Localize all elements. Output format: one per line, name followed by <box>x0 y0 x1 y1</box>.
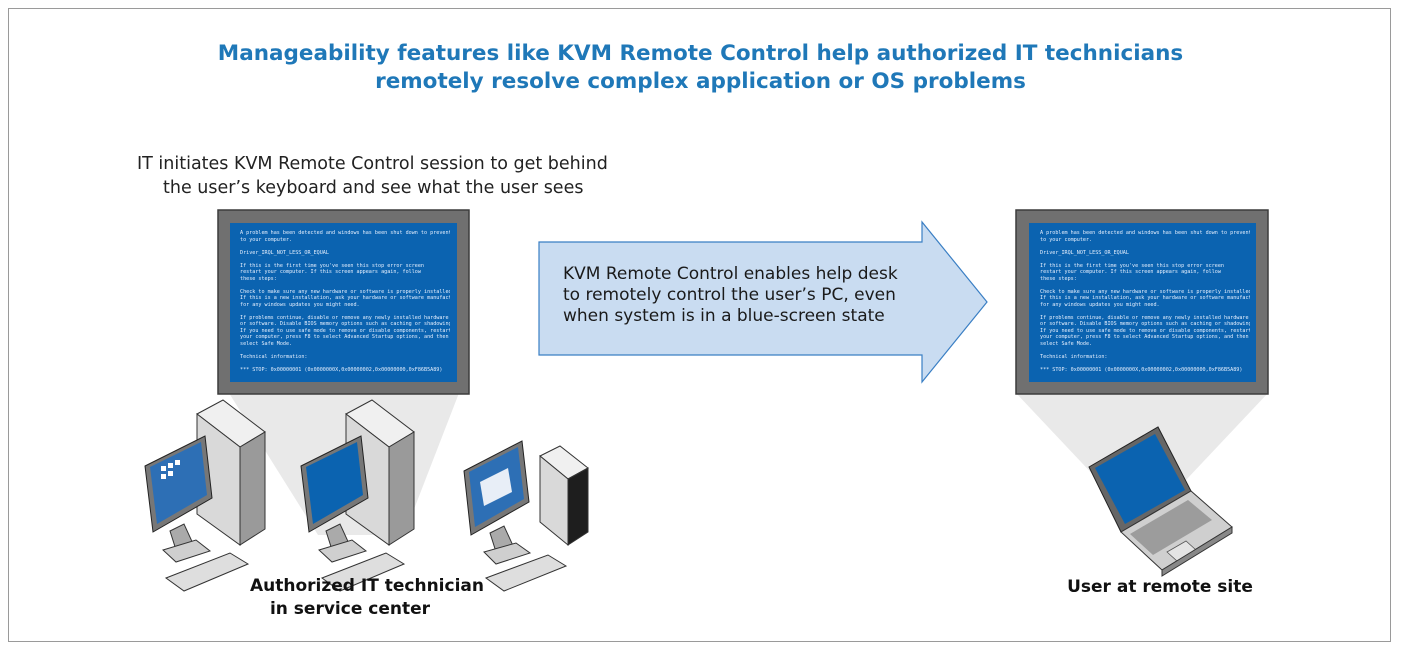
bsod-line: If this is a new installation, ask your … <box>240 295 450 301</box>
laptop-illustration <box>1088 426 1233 577</box>
arrow-description-line-1: KVM Remote Control enables help desk <box>563 264 898 284</box>
technician-label-line-2: in service center <box>269 599 431 619</box>
bsod-line: restart your computer. If this screen ap… <box>1040 269 1221 275</box>
bsod-line: Driver_IRQL_NOT_LESS_OR_EQUAL <box>240 249 329 256</box>
kvm-session-caption-line-1: IT initiates KVM Remote Control session … <box>137 154 608 174</box>
user-bluescreen-text: A problem has been detected and windows … <box>1040 230 1250 376</box>
bsod-line: to your computer. <box>240 236 293 243</box>
bsod-line: If problems continue, disable or remove … <box>1040 314 1249 321</box>
bsod-line: for any windows updates you might need. <box>1040 301 1160 308</box>
kvm-session-caption-line-2: the user’s keyboard and see what the use… <box>163 178 584 198</box>
bsod-line: If this is the first time you've seen th… <box>240 262 425 269</box>
arrow-description-line-3: when system is in a blue-screen state <box>563 306 885 326</box>
pc-technician-illustration <box>300 399 415 592</box>
user-bluescreen <box>1029 223 1256 382</box>
arrow-description-line-2: to remotely control the user’s PC, even <box>563 285 896 305</box>
bsod-line: Check to make sure any new hardware or s… <box>240 288 450 295</box>
bsod-line: A problem has been detected and windows … <box>240 230 450 236</box>
bsod-line: or software. Disable BIOS memory options… <box>240 321 450 327</box>
bsod-line: Technical information: <box>1040 353 1108 360</box>
user-label: User at remote site <box>1067 577 1253 597</box>
bsod-line: If problems continue, disable or remove … <box>240 314 449 321</box>
bsod-line: A problem has been detected and windows … <box>1040 230 1250 236</box>
bsod-line: your computer, press F8 to select Advanc… <box>240 334 449 340</box>
arrow-description: KVM Remote Control enables help desk to … <box>563 264 898 327</box>
technician-label-line-1: Authorized IT technician <box>250 576 484 596</box>
bsod-line: If you need to use safe mode to remove o… <box>1040 327 1250 334</box>
bsod-line: or software. Disable BIOS memory options… <box>1040 321 1250 327</box>
bsod-line: Driver_IRQL_NOT_LESS_OR_EQUAL <box>1040 249 1129 256</box>
technician-bluescreen-text: A problem has been detected and windows … <box>240 230 450 376</box>
bsod-line: *** STOP: 0x00000001 (0x0000000X,0x00000… <box>1040 366 1243 373</box>
pc-right-illustration <box>463 440 589 592</box>
bsod-line: for any windows updates you might need. <box>240 301 360 308</box>
bsod-line: select Safe Mode. <box>240 340 293 347</box>
bsod-line: restart your computer. If this screen ap… <box>240 269 421 275</box>
bsod-line: If this is a new installation, ask your … <box>1040 295 1250 301</box>
bsod-line: Check to make sure any new hardware or s… <box>1040 288 1250 295</box>
technician-bluescreen <box>230 223 457 382</box>
bsod-line: to your computer. <box>1040 236 1093 243</box>
bsod-line: these steps: <box>240 275 277 282</box>
diagram-title-line-1: Manageability features like KVM Remote C… <box>217 41 1184 66</box>
pc-left-illustration <box>144 399 266 592</box>
bsod-line: Technical information: <box>240 353 308 360</box>
bsod-line: *** STOP: 0x00000001 (0x0000000X,0x00000… <box>240 366 443 373</box>
bsod-line: your computer, press F8 to select Advanc… <box>1040 334 1249 340</box>
bsod-line: select Safe Mode. <box>1040 340 1093 347</box>
diagram-title-line-2: remotely resolve complex application or … <box>375 69 1026 94</box>
kvm-control-arrow <box>538 220 988 384</box>
bsod-line: these steps: <box>1040 275 1077 282</box>
bsod-line: If you need to use safe mode to remove o… <box>240 327 450 334</box>
bsod-line: If this is the first time you've seen th… <box>1040 262 1225 269</box>
